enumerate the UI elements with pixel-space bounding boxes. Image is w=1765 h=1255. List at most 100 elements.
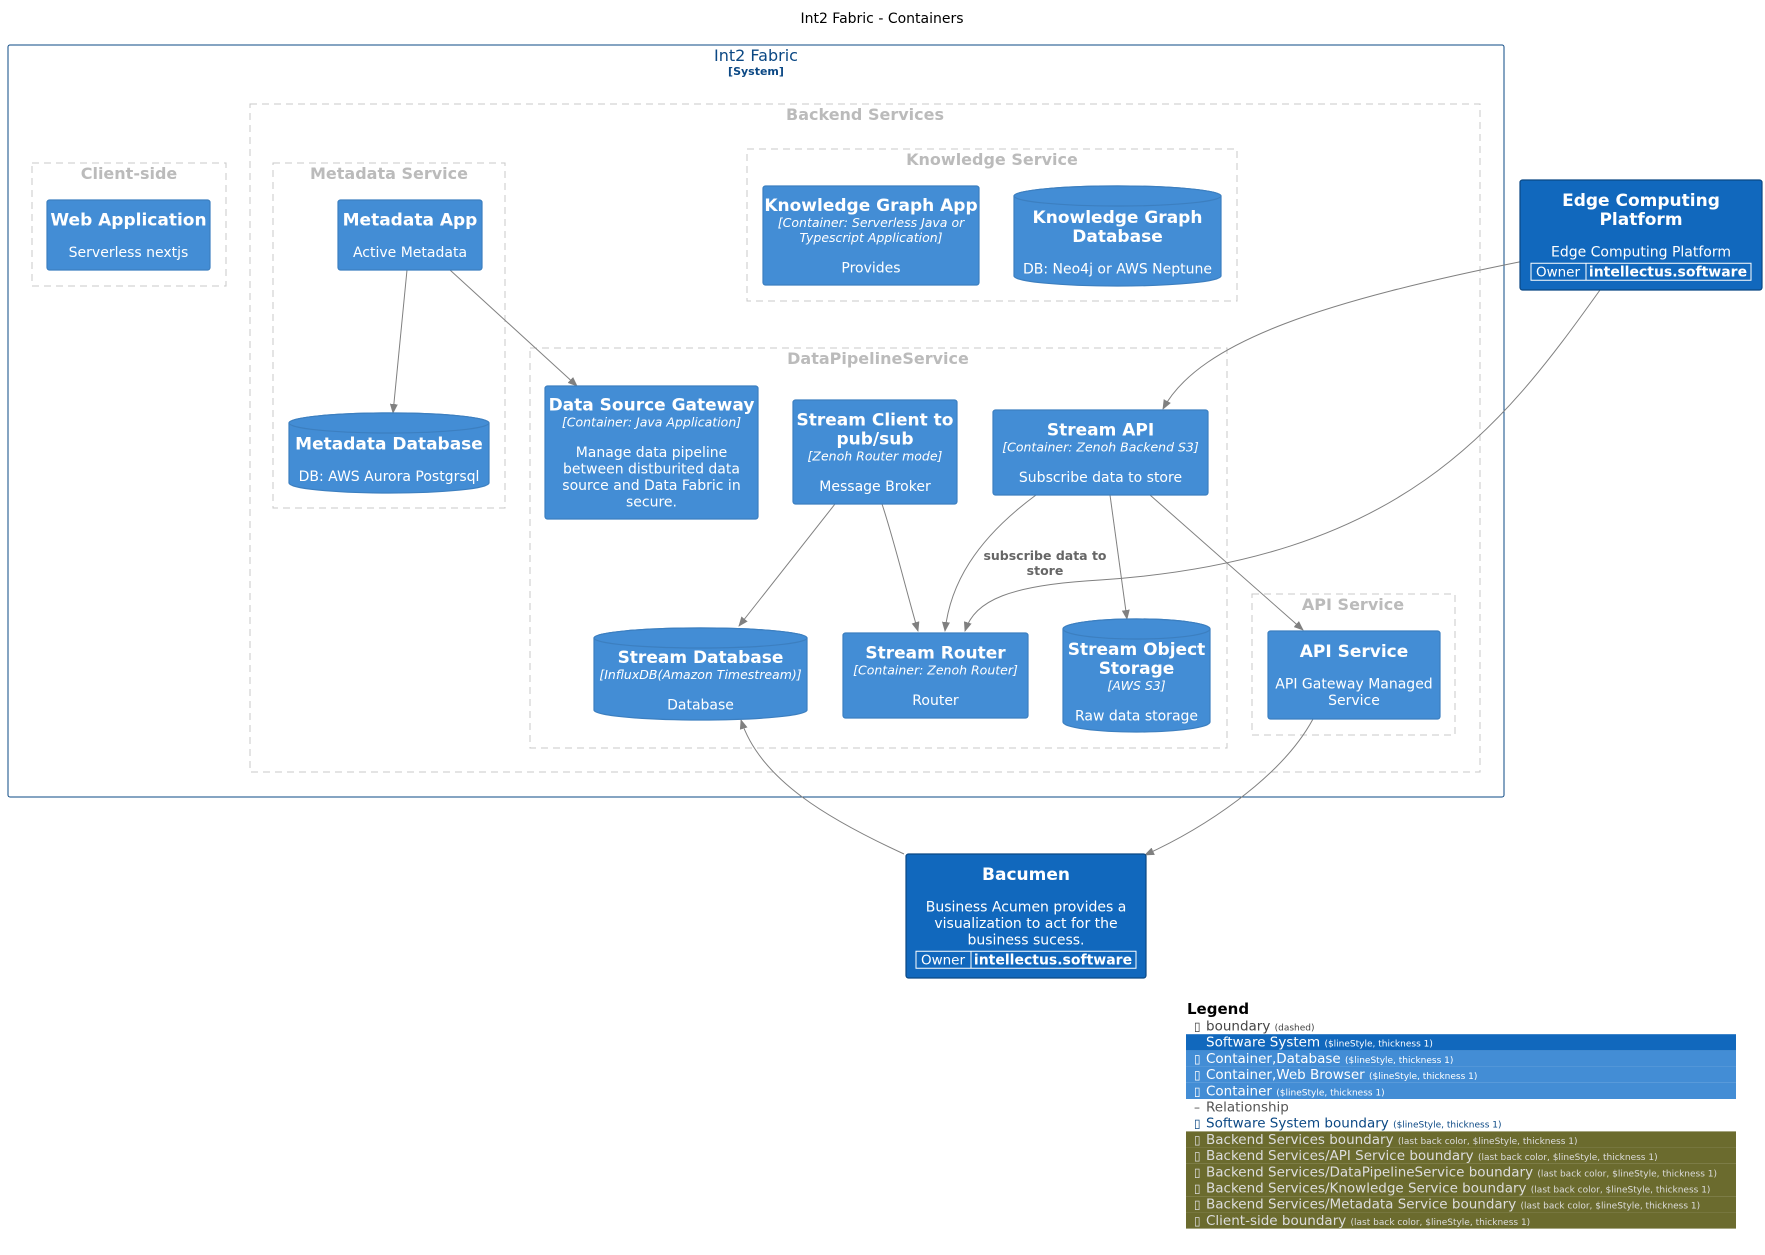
legend-icon: ▯ [1194, 1068, 1201, 1082]
node-box [905, 853, 1147, 979]
api-service-boundary: API Service [1251, 593, 1456, 736]
node-title: API Service [1300, 642, 1409, 662]
node-title: Bacumen [982, 865, 1070, 885]
diagram-title: Int2 Fabric - Containers [800, 11, 963, 27]
ds-gateway-node[interactable]: Data Source Gateway[Container: Java Appl… [544, 385, 759, 520]
arrow-edge-to-stream-api [1162, 260, 1525, 410]
legend-note: (last back color, $lineStyle, thickness … [1351, 1218, 1531, 1228]
node-type: [InfluxDB(Amazon Timestream)] [599, 667, 801, 682]
node-title: Web Application [50, 210, 206, 230]
node-title: Platform [1599, 210, 1682, 230]
node-box [337, 199, 483, 271]
stream-db-node[interactable]: Stream Database[InfluxDB(Amazon Timestre… [593, 627, 808, 721]
node-description: Raw data storage [1075, 708, 1198, 724]
node-title: Edge Computing [1562, 191, 1720, 211]
legend-item: ▯Backend Services boundary (last back co… [1186, 1131, 1736, 1148]
node-description: Serverless nextjs [69, 245, 189, 261]
system-boundary-type: [System] [728, 65, 784, 78]
node-description: business sucess. [968, 932, 1085, 948]
relation-label-line-2: store [1027, 563, 1064, 578]
legend-icon: ▯ [1194, 1198, 1201, 1212]
legend-note: (last back color, $lineStyle, thickness … [1478, 1153, 1658, 1163]
legend-swatch [1186, 1034, 1736, 1051]
node-description: DB: Neo4j or AWS Neptune [1023, 261, 1212, 277]
api-service-boundary-label: API Service [1302, 595, 1404, 614]
stream-api-node[interactable]: Stream API[Container: Zenoh Backend S3]S… [992, 409, 1209, 496]
legend-icon: ▯ [1194, 1214, 1201, 1228]
stream-router-node[interactable]: Stream Router[Container: Zenoh Router]Ro… [842, 632, 1029, 719]
relationships [389, 260, 1601, 856]
knowledge-service-boundary: Knowledge Service [746, 148, 1238, 302]
relationship-label: subscribe data to store [983, 548, 1106, 578]
node-description: Edge Computing Platform [1551, 244, 1731, 260]
node-description: Message Broker [819, 479, 931, 495]
node-type: [Container: Zenoh Backend S3] [1002, 439, 1199, 454]
legend-icon: ▯ [1194, 1052, 1201, 1066]
node-description: secure. [626, 495, 677, 511]
node-title: Database [1072, 227, 1162, 247]
legend-note: (last back color, $lineStyle, thickness … [1398, 1137, 1578, 1147]
legend-note: (last back color, $lineStyle, thickness … [1531, 1186, 1711, 1196]
legend-swatch [1186, 1082, 1736, 1099]
legend-note: ($lineStyle, thickness 1) [1393, 1121, 1501, 1131]
node-title: Data Source Gateway [549, 396, 755, 416]
legend-title: Legend [1187, 1000, 1249, 1018]
node-description: Service [1328, 693, 1380, 709]
node-box [544, 385, 759, 520]
node-box [842, 632, 1029, 719]
legend-icon: ▯ [1194, 1182, 1201, 1196]
legend-item: –Relationship [1194, 1100, 1289, 1116]
node-type: [Container: Java Application] [562, 415, 741, 430]
node-type: [AWS S3] [1107, 678, 1165, 693]
node-title: Metadata Database [295, 434, 483, 454]
arrow-bacumen-to-stream-db [739, 719, 905, 855]
legend-swatch [1186, 1050, 1736, 1067]
legend-label: Relationship [1206, 1100, 1289, 1116]
system-boundary-name: Int2 Fabric [714, 46, 798, 65]
legend-swatch [1186, 1147, 1736, 1164]
legend-swatch [1186, 1180, 1736, 1197]
owner-label: Owner [1536, 264, 1581, 280]
legend-icon: ▯ [1194, 1084, 1201, 1098]
legend-item: ▯Backend Services/Metadata Service bound… [1186, 1196, 1736, 1213]
node-description: between distburited data [563, 462, 740, 478]
arrow-api-service-to-bacumen [1144, 718, 1314, 856]
node-description: Manage data pipeline [576, 445, 728, 461]
backend-services-label: Backend Services [786, 105, 944, 124]
legend-icon: ▯ [1194, 1165, 1201, 1179]
database-cylinder-top [288, 412, 490, 434]
node-description: Subscribe data to store [1019, 470, 1182, 486]
node-description: source and Data Fabric in [562, 478, 740, 494]
legend-icon: ▯ [1194, 1149, 1201, 1163]
legend-note: (dashed) [1275, 1024, 1315, 1034]
node-description: Database [667, 697, 734, 713]
legend-note: ($lineStyle, thickness 1) [1324, 1040, 1432, 1050]
node-type: [Container: Zenoh Router] [853, 662, 1018, 677]
legend-label: boundary (dashed) [1206, 1019, 1315, 1035]
legend-swatch [1186, 1212, 1736, 1229]
arrow-metadata-app-to-gateway [449, 269, 578, 387]
arrow-stream-client-to-router [881, 503, 920, 632]
node-title: Stream Object [1068, 640, 1206, 660]
node-type: [Container: Serverless Java or [778, 215, 965, 230]
node-title: Stream Client to [796, 410, 953, 430]
backend-services-boundary: Backend Services [249, 103, 1481, 773]
legend-item: Software System ($lineStyle, thickness 1… [1186, 1034, 1736, 1051]
datapipeline-service-boundary: DataPipelineService [529, 347, 1228, 749]
kg-app-node[interactable]: Knowledge Graph App[Container: Serverles… [762, 185, 980, 286]
legend-item: ▯Container ($lineStyle, thickness 1) [1186, 1082, 1736, 1099]
legend-item: ▯Client-side boundary (last back color, … [1186, 1212, 1736, 1229]
legend-item: ▯Backend Services/Knowledge Service boun… [1186, 1180, 1736, 1197]
